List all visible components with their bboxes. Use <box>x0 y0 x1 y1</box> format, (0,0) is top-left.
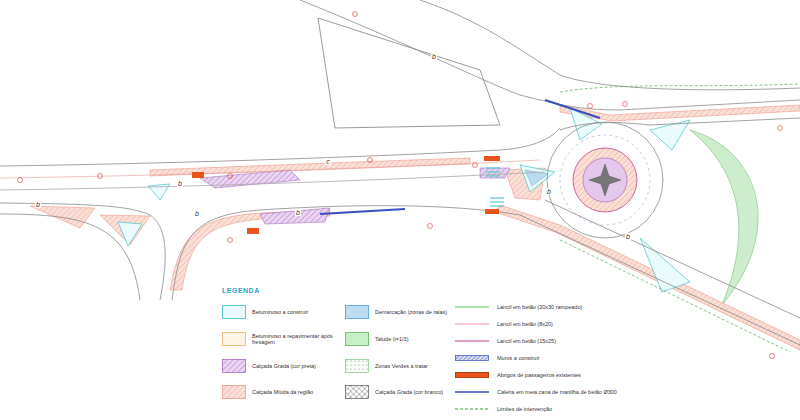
legend-sample <box>455 320 489 328</box>
legend-text: Zonas Verdes a tratar <box>375 363 428 369</box>
legend-text: Calçada Grada (cor branco) <box>375 389 443 395</box>
road-label: b <box>295 209 301 216</box>
legend-text: Lancil em betão (20x30 rampeado) <box>497 304 582 310</box>
legend-sample <box>455 303 489 311</box>
legend-sample <box>455 388 489 396</box>
legend-sample <box>345 385 369 399</box>
legend-swatch <box>345 332 369 346</box>
legend-text: Muros a construir <box>497 355 540 361</box>
legend-sample <box>222 359 246 373</box>
legend-text: Abrigos de passageiros existentes <box>497 372 581 378</box>
legend-text: Lancil em betão (8x20) <box>497 321 553 327</box>
legend-text: Caleira em meia cana de manilha de betão… <box>497 389 617 395</box>
road-label: b <box>625 233 631 240</box>
road-label: b <box>431 53 437 60</box>
legend-swatch <box>345 305 369 319</box>
legend-sample <box>345 359 369 373</box>
road-label: b <box>35 201 41 208</box>
road-label: c <box>325 158 331 165</box>
legend-title: LEGENDA <box>222 287 260 294</box>
legend-text: Betuminoso a construir <box>252 309 308 315</box>
legend-swatch <box>222 332 246 346</box>
road-label: b <box>546 188 552 195</box>
legend-text: Calçada Miúda da região <box>252 389 313 395</box>
legend-text: Betuminoso a repavimentar após fresagem <box>252 333 340 346</box>
legend-text: Demarcação (zonas de raias) <box>375 309 447 315</box>
road-label: b <box>194 210 200 217</box>
legend-swatch <box>455 372 489 378</box>
legend-sample <box>455 337 489 345</box>
legend-text: Calçada Grada (cor preta) <box>252 363 316 369</box>
legend-sample <box>222 385 246 399</box>
road-label: b <box>177 180 183 187</box>
legend-sample <box>455 355 489 361</box>
legend-text: Lancil em betão (15x25) <box>497 338 556 344</box>
legend-swatch <box>222 305 246 319</box>
legend-sample <box>455 405 489 413</box>
legend-text: Talude (i=1/3) <box>375 336 408 342</box>
legend-text: Limites de intervenção <box>497 406 552 412</box>
